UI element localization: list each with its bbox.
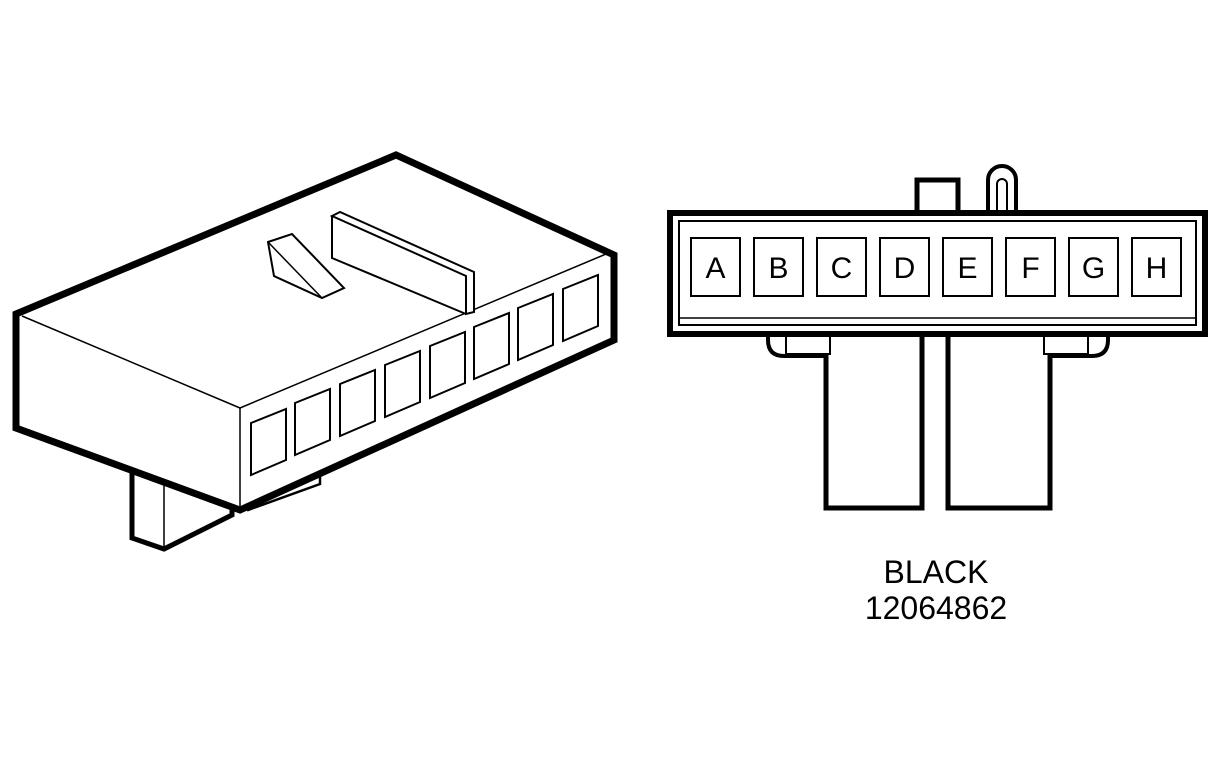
pin-cavity-a	[690, 237, 741, 297]
pin-cavity-g	[1068, 237, 1119, 297]
pin-label-f: F	[1021, 252, 1039, 285]
latch-rib	[329, 210, 475, 316]
connector-isometric-view	[12, 151, 618, 552]
pin-label-a: A	[705, 252, 725, 285]
pin-cavity-h	[1131, 237, 1182, 297]
color-label: BLACK	[883, 554, 989, 590]
pin-cavity-b	[753, 237, 804, 297]
top-lock-tab	[914, 177, 961, 214]
pin-label-g: G	[1082, 252, 1105, 285]
front-cavities	[250, 273, 599, 477]
pin-cavity-d	[879, 237, 930, 297]
right-leg	[945, 336, 1053, 511]
pin-label-h: H	[1146, 252, 1168, 285]
pin-cavity-f	[1005, 237, 1056, 297]
pin-label-e: E	[957, 252, 977, 285]
body-outline	[12, 151, 618, 514]
pin-cavities: A B C D E F G H	[690, 237, 1182, 297]
pin-cavity-c	[816, 237, 867, 297]
left-leg	[823, 336, 925, 511]
pin-label-c: C	[831, 252, 853, 285]
face-body	[667, 210, 1208, 337]
pin-label-b: B	[768, 252, 788, 285]
latch-ramp	[266, 232, 346, 300]
connector-face-view	[667, 164, 1208, 511]
pin-cavity-e	[942, 237, 993, 297]
right-ear	[1050, 334, 1110, 358]
pin-label-d: D	[894, 252, 916, 285]
left-ear	[766, 334, 826, 358]
part-number: 12064862	[864, 590, 1008, 626]
